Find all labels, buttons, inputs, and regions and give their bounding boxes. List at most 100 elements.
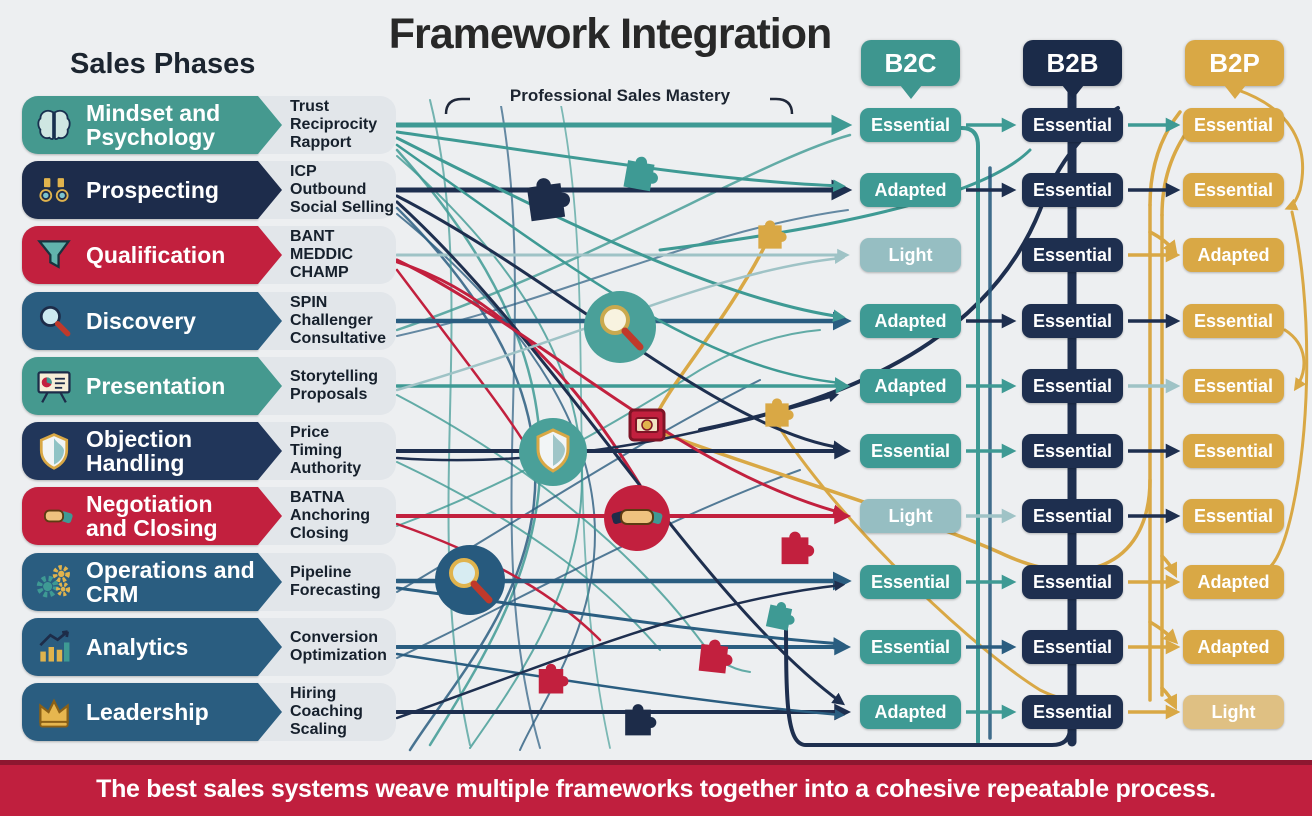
- b2c-badge: Adapted: [860, 173, 961, 207]
- column-header-b2p: B2P: [1185, 40, 1284, 99]
- framework-item: Forecasting: [290, 582, 381, 599]
- b2p-badge: Adapted: [1183, 238, 1284, 272]
- phase-label: Negotiation and Closing: [86, 490, 218, 541]
- framework-item: Trust: [290, 97, 330, 115]
- phase-arrow-tip: [258, 161, 282, 219]
- handshake-icon: [34, 496, 74, 536]
- phase-arrow-tip: [258, 422, 282, 480]
- framework-item: CHAMP: [290, 264, 349, 282]
- header-pointer: [899, 85, 922, 99]
- column-header-b2b: B2B: [1023, 40, 1122, 99]
- framework-item: Conversion: [290, 628, 379, 646]
- crown-icon: [34, 692, 74, 732]
- framework-item: Anchoring: [290, 506, 370, 524]
- phase-bar: Mindset and Psychology: [22, 96, 258, 154]
- column-header-label: B2C: [884, 47, 937, 78]
- phase-bar: Analytics: [22, 618, 258, 676]
- framework-item: Optimization: [290, 647, 387, 664]
- column-header-label: B2P: [1209, 47, 1260, 78]
- b2b-badge: Essential: [1022, 108, 1123, 142]
- binoculars-icon: [34, 170, 74, 210]
- b2p-badge: Essential: [1183, 304, 1284, 338]
- framework-item: ICP: [290, 162, 317, 180]
- b2c-badge: Adapted: [860, 695, 961, 729]
- phase-label: Prospecting: [86, 176, 219, 203]
- header-pointer: [1061, 85, 1084, 99]
- framework-item: Authority: [290, 460, 362, 478]
- phase-label: Discovery: [86, 307, 196, 334]
- puzzle-icon: [781, 531, 815, 565]
- phase-label: Mindset and Psychology: [86, 99, 221, 150]
- b2c-badge: Adapted: [860, 369, 961, 403]
- phase-bar: Negotiation and Closing: [22, 487, 258, 545]
- b2b-badge: Essential: [1022, 565, 1123, 599]
- phase-arrow-tip: [258, 226, 282, 284]
- framework-item: Challenger: [290, 311, 373, 329]
- puzzle-icon: [625, 704, 657, 736]
- puzzle-icon: [758, 220, 787, 249]
- puzzle-icon: [765, 398, 794, 427]
- header-pointer: [1223, 85, 1246, 99]
- column-header-b2c: B2C: [861, 40, 960, 99]
- framework-item: Consultative: [290, 330, 387, 348]
- framework-item: Scaling: [290, 721, 347, 739]
- b2b-badge: Essential: [1022, 369, 1123, 403]
- phase-bar: Operations and CRM: [22, 553, 258, 611]
- phase-arrow-tip: [258, 292, 282, 350]
- b2b-badge: Essential: [1022, 173, 1123, 207]
- b2p-badge: Essential: [1183, 499, 1284, 533]
- phase-label: Leadership: [86, 698, 209, 725]
- framework-item: Coaching: [290, 702, 363, 720]
- b2b-badge: Essential: [1022, 695, 1123, 729]
- phase-arrow-tip: [258, 96, 282, 154]
- footer-text: The best sales systems weave multiple fr…: [96, 775, 1216, 803]
- page-title: Framework Integration: [388, 10, 833, 58]
- framework-item: Timing: [290, 441, 343, 459]
- b2c-badge: Essential: [860, 565, 961, 599]
- phase-arrow-tip: [258, 487, 282, 545]
- phase-bar: Discovery: [22, 292, 258, 350]
- framework-item: Storytelling: [290, 367, 379, 385]
- chart-icon: [34, 627, 74, 667]
- b2c-badge: Essential: [860, 434, 961, 468]
- column-header-label: B2B: [1046, 47, 1099, 78]
- phase-bar: Presentation: [22, 357, 258, 415]
- phase-label: Objection Handling: [86, 425, 193, 476]
- magnifier-icon: [34, 301, 74, 341]
- framework-item: BANT: [290, 227, 335, 245]
- b2p-badge: Essential: [1183, 108, 1284, 142]
- sales-phases-heading: Sales Phases: [70, 48, 256, 80]
- b2b-badge: Essential: [1022, 238, 1123, 272]
- b2p-badge: Light: [1183, 695, 1284, 729]
- phase-bar: Prospecting: [22, 161, 258, 219]
- column-arrows: [966, 117, 1181, 720]
- handshake-icon: [604, 485, 670, 551]
- b2c-badge: Adapted: [860, 304, 961, 338]
- brain-icon: [34, 105, 74, 145]
- funnel-icon: [34, 235, 74, 275]
- framework-item: Pipeline: [290, 563, 352, 581]
- b2p-badge: Essential: [1183, 173, 1284, 207]
- b2p-badge: Adapted: [1183, 630, 1284, 664]
- b2b-badge: Essential: [1022, 304, 1123, 338]
- framework-item: MEDDIC: [290, 245, 354, 263]
- money-icon: [628, 408, 666, 442]
- shield-icon: [519, 418, 587, 486]
- framework-item: Price: [290, 423, 330, 441]
- phase-label: Analytics: [86, 633, 189, 660]
- framework-item: Outbound: [290, 180, 367, 198]
- presentation-icon: [34, 366, 74, 406]
- framework-item: BATNA: [290, 488, 345, 506]
- b2p-badge: Essential: [1183, 434, 1284, 468]
- footer-banner: The best sales systems weave multiple fr…: [0, 760, 1312, 816]
- framework-item: Proposals: [290, 386, 368, 403]
- framework-item: Reciprocity: [290, 115, 378, 133]
